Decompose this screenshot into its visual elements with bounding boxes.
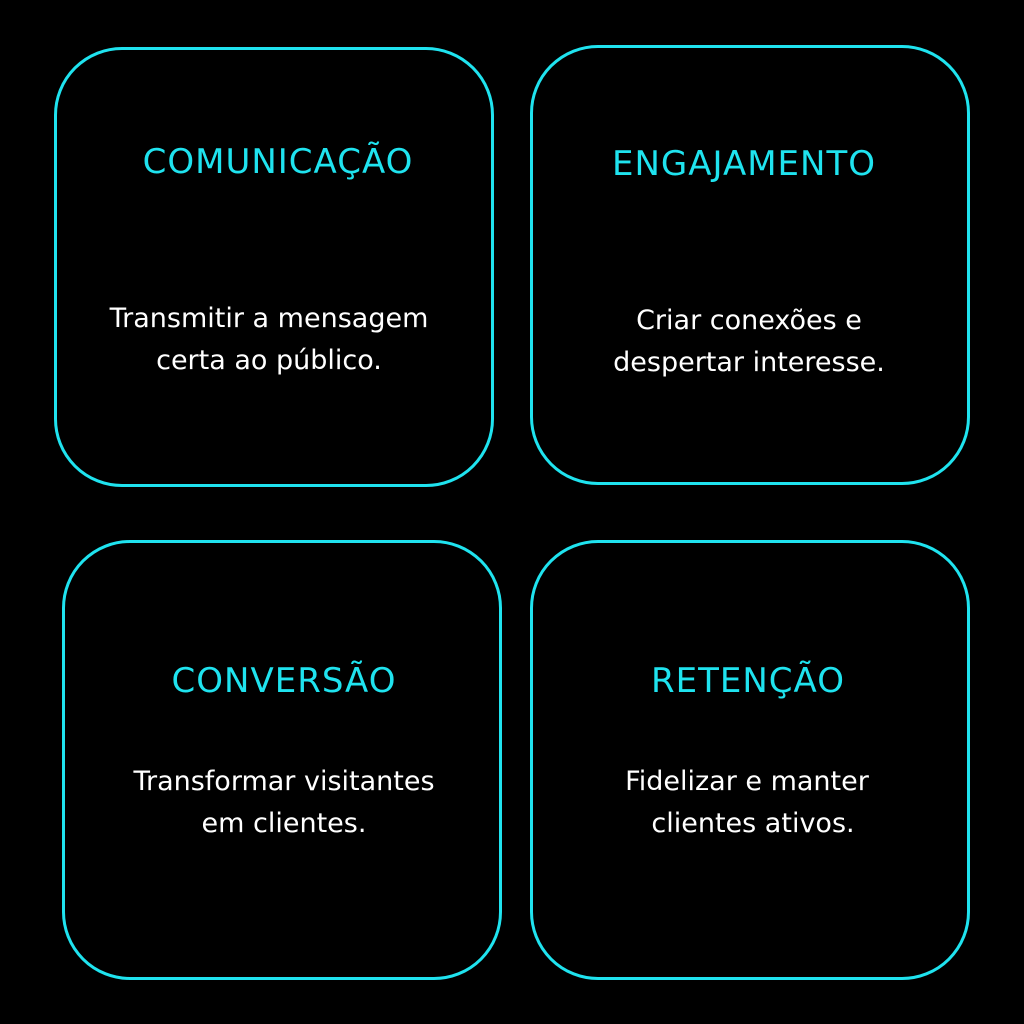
card-description-line: em clientes. bbox=[201, 808, 367, 839]
card-description: Transmitir a mensagem certa ao público. bbox=[47, 298, 491, 382]
card-description: Transformar visitantes em clientes. bbox=[69, 761, 499, 845]
card-engajamento: ENGAJAMENTO Criar conexões e despertar i… bbox=[530, 45, 970, 485]
card-description-line: clientes ativos. bbox=[651, 808, 855, 839]
card-description-line: Transmitir a mensagem bbox=[109, 303, 429, 334]
card-description: Criar conexões e despertar interesse. bbox=[531, 300, 967, 384]
card-description-line: Transformar visitantes bbox=[133, 766, 435, 797]
card-title: RETENÇÃO bbox=[651, 661, 845, 701]
card-comunicacao: COMUNICAÇÃO Transmitir a mensagem certa … bbox=[54, 47, 494, 487]
card-description-line: despertar interesse. bbox=[613, 347, 885, 378]
card-title: CONVERSÃO bbox=[171, 661, 397, 701]
card-conversao: CONVERSÃO Transformar visitantes em clie… bbox=[62, 540, 502, 980]
card-description-line: Fidelizar e manter bbox=[625, 766, 869, 797]
card-description: Fidelizar e manter clientes ativos. bbox=[527, 761, 967, 845]
card-description-line: certa ao público. bbox=[156, 345, 382, 376]
card-description-line: Criar conexões e bbox=[636, 305, 862, 336]
card-title: ENGAJAMENTO bbox=[612, 144, 876, 184]
card-retencao: RETENÇÃO Fidelizar e manter clientes ati… bbox=[530, 540, 970, 980]
card-title: COMUNICAÇÃO bbox=[142, 142, 414, 182]
